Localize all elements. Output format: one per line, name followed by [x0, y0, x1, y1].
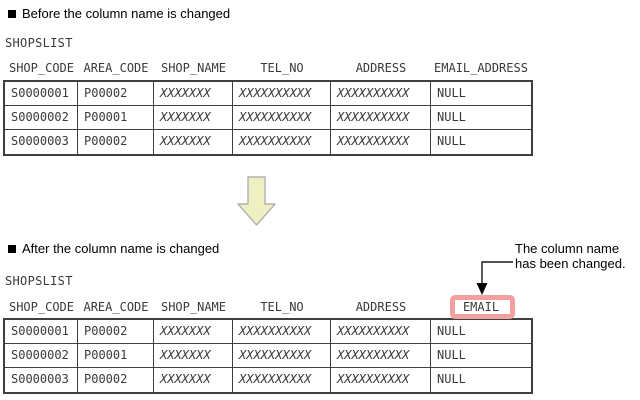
table-cell: NULL: [437, 324, 466, 338]
before-section-heading: Before the column name is changed: [8, 6, 230, 21]
column-header: AREA_CODE: [83, 300, 149, 314]
table-cell: P00001: [78, 344, 154, 367]
table-cell: P00002: [78, 130, 154, 154]
table-cell: S0000001: [5, 82, 78, 105]
table-cell: P00002: [78, 82, 154, 105]
table-cell: XXXXXXXXXX: [331, 130, 431, 154]
table-cell: XXXXXXXXXX: [331, 82, 431, 105]
after-heading-label: After the column name is changed: [22, 241, 220, 256]
table-cell: S0000003: [5, 368, 78, 392]
before-heading-label: Before the column name is changed: [22, 6, 231, 21]
bullet-square-icon: [8, 9, 16, 18]
table-cell: P00001: [78, 106, 154, 129]
table-cell: XXXXXXXXXX: [331, 320, 431, 343]
column-header: TEL_NO: [260, 300, 304, 314]
after-section-heading: After the column name is changed: [8, 241, 219, 256]
after-table-name-label: SHOPSLIST: [5, 274, 73, 288]
bullet-square-icon: [8, 244, 16, 253]
table-cell: S0000002: [5, 106, 78, 129]
table-cell: XXXXXXXXXX: [233, 368, 331, 392]
column-header: ADDRESS: [355, 300, 407, 314]
table-cell: S0000002: [5, 344, 78, 367]
column-header: SHOP_CODE: [8, 300, 75, 314]
table-cell: XXXXXXXXXX: [331, 368, 431, 392]
column-header: TEL_NO: [260, 61, 304, 75]
callout-elbow-arrow-icon: [476, 261, 513, 295]
table-cell: XXXXXXXXXX: [233, 106, 331, 129]
table-cell: NULL: [437, 372, 466, 386]
table-cell: XXXXXXXXXX: [233, 82, 331, 105]
table-cell: XXXXXXX: [154, 106, 233, 129]
before-table-name-label: SHOPSLIST: [5, 36, 73, 50]
table-cell: XXXXXXXXXX: [233, 130, 331, 154]
column-header: SHOP_NAME: [160, 300, 227, 314]
after-column-headers: SHOP_CODE AREA_CODE SHOP_NAME TEL_NO ADDRESS…: [5, 300, 531, 314]
column-header: EMAIL: [462, 300, 500, 314]
annotation-text: The column name has been changed.: [515, 241, 626, 271]
table-cell: NULL: [437, 134, 466, 148]
before-column-headers: SHOP_CODE AREA_CODE SHOP_NAME TEL_NO ADDRESS…: [5, 61, 531, 75]
table-cell: XXXXXXXXXX: [331, 106, 431, 129]
column-header: EMAIL_ADDRESS: [434, 61, 528, 75]
table-cell: XXXXXXX: [154, 320, 233, 343]
table-cell: XXXXXXXXXX: [233, 344, 331, 367]
annotation-line-1: The column name: [515, 241, 620, 256]
table-cell: P00002: [78, 368, 154, 392]
table-cell: NULL: [437, 86, 466, 100]
column-header: SHOP_CODE: [8, 61, 75, 75]
table-cell: XXXXXXX: [154, 130, 233, 154]
table-cell: XXXXXXXXXX: [233, 320, 331, 343]
table-cell: XXXXXXXXXX: [331, 344, 431, 367]
down-arrow-icon: [237, 176, 276, 226]
table-cell: S0000003: [5, 130, 78, 154]
table-cell: P00002: [78, 320, 154, 343]
table-cell: NULL: [437, 110, 466, 124]
column-header: ADDRESS: [355, 61, 407, 75]
annotation-line-2: has been changed.: [515, 256, 626, 271]
column-header: SHOP_NAME: [160, 61, 227, 75]
table-cell: XXXXXXX: [154, 82, 233, 105]
column-header: AREA_CODE: [83, 61, 149, 75]
table-cell: S0000001: [5, 320, 78, 343]
table-cell: XXXXXXX: [154, 368, 233, 392]
table-cell: XXXXXXX: [154, 344, 233, 367]
highlight-box: [450, 295, 515, 319]
table-cell: NULL: [437, 348, 466, 362]
